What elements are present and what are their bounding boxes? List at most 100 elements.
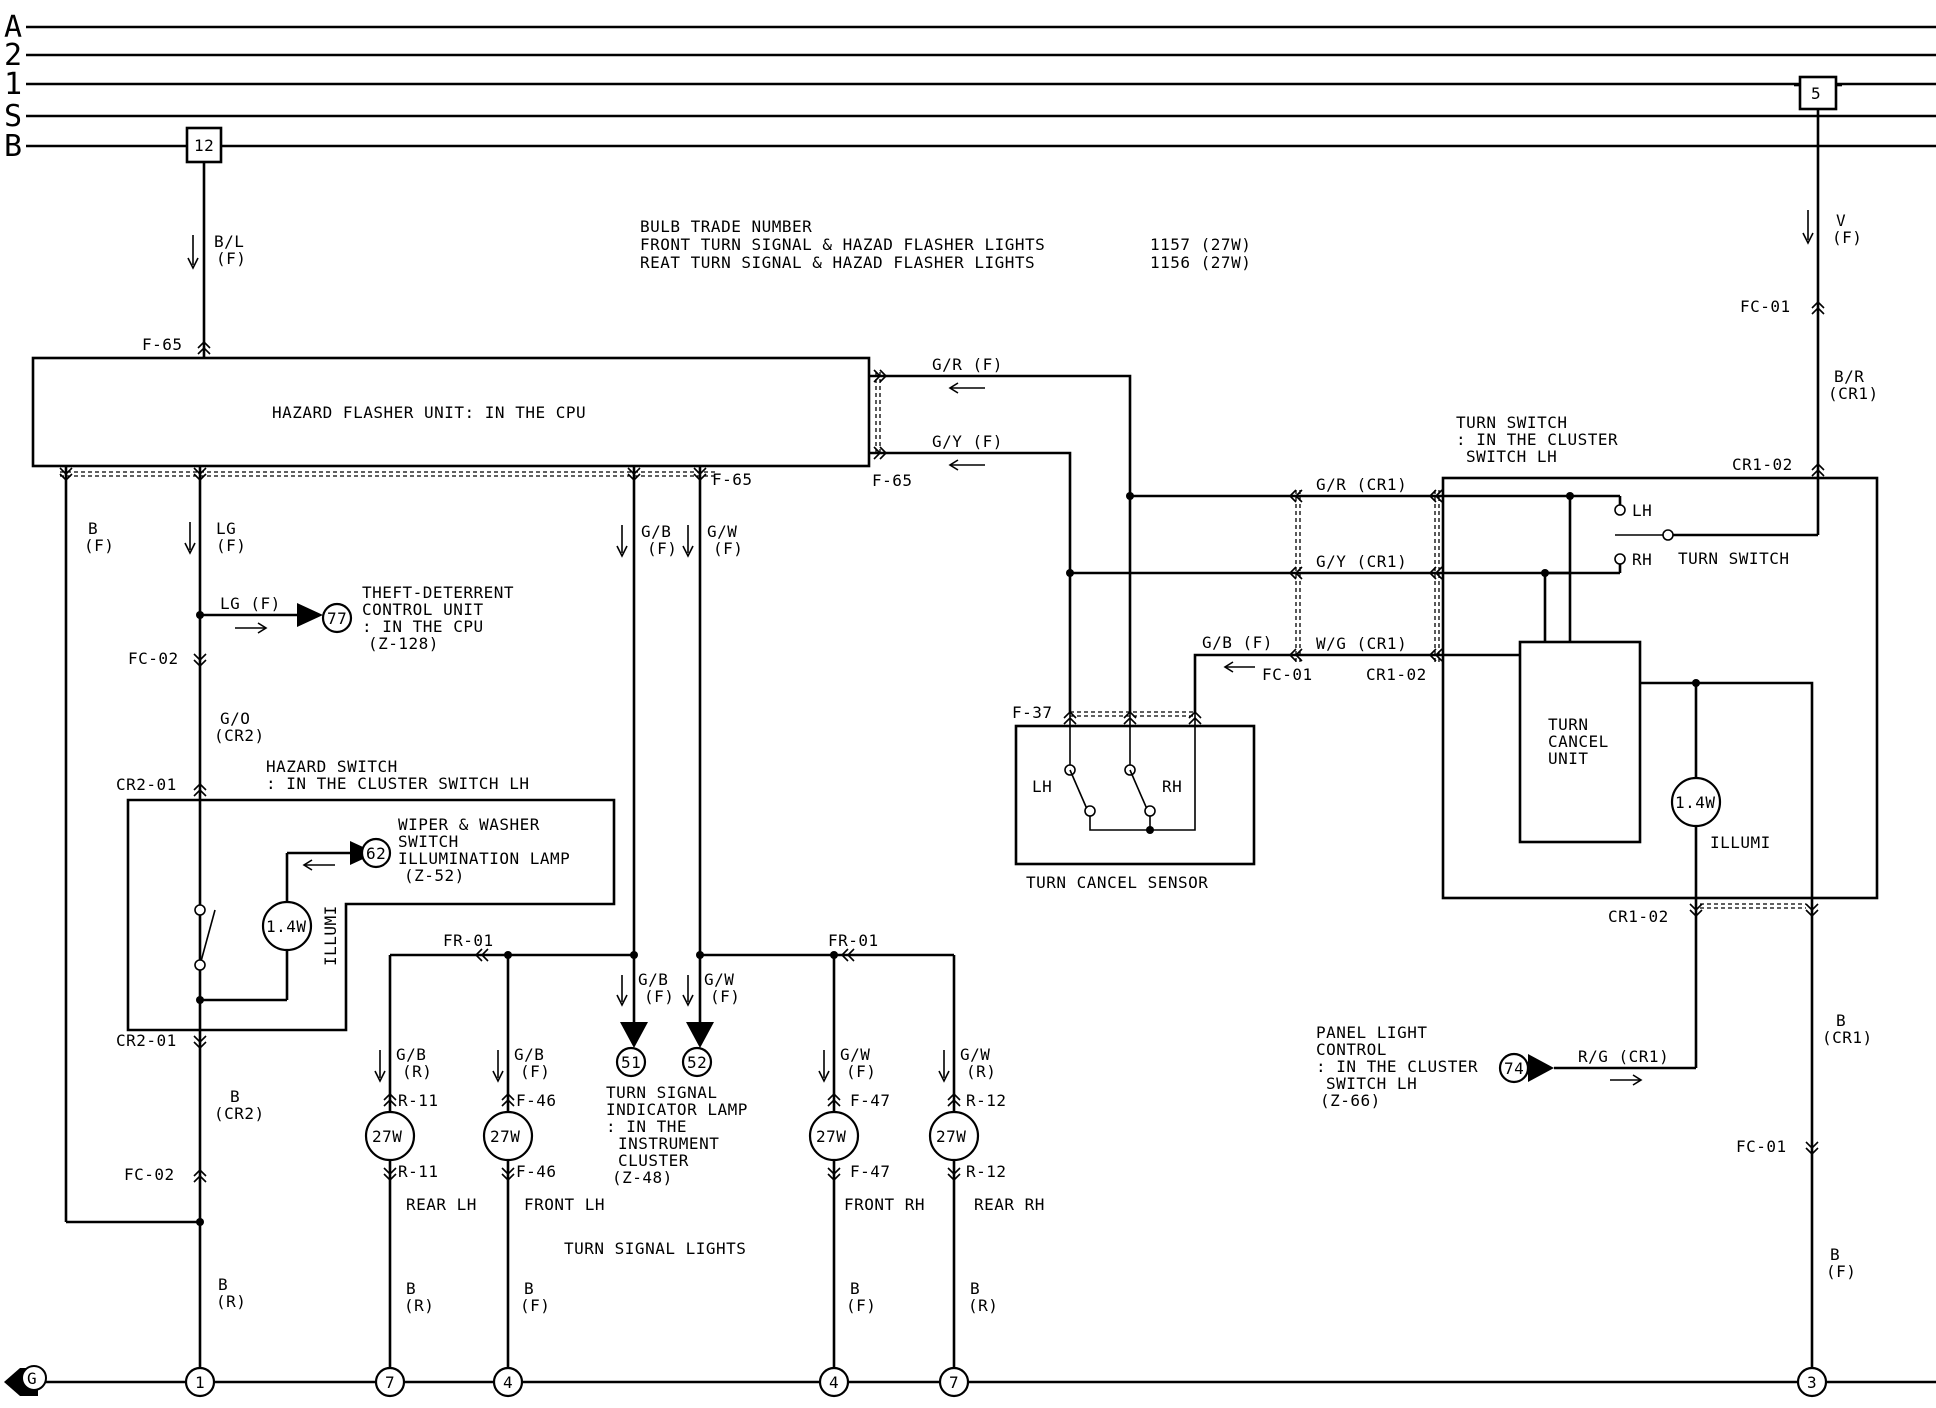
rail-label-2: 2 <box>4 38 23 73</box>
hazard-switch-line-2: : IN THE CLUSTER SWITCH LH <box>266 774 529 793</box>
ground-7b: 7 <box>949 1373 959 1392</box>
main-ground: G <box>4 1365 47 1396</box>
wire-b-cr1-2: (CR1) <box>1822 1028 1873 1047</box>
lamp-label-rear-lh: REAR LH <box>406 1195 477 1214</box>
wire-gw-f-1: G/W <box>707 522 737 541</box>
indicator-line-4: INSTRUMENT <box>618 1134 719 1153</box>
wire-gb-f-single: G/B (F) <box>1202 633 1273 652</box>
hazard-switch-box <box>126 798 616 1032</box>
ground-1: 1 <box>195 1373 205 1392</box>
ground-node-7a: 7 <box>374 1366 406 1398</box>
panel-line-2: CONTROL <box>1316 1040 1387 1059</box>
conn-f65-bottom: F-65 <box>712 470 753 489</box>
rail-label-1: 1 <box>4 67 23 102</box>
bulb-27w-rear-rh: 27W <box>936 1127 966 1146</box>
ref-62: 62 <box>366 844 386 863</box>
rail-label-b: B <box>4 129 23 164</box>
wire-gw-f-frh-1: G/W <box>840 1045 870 1064</box>
turn-cancel-line-2: CANCEL <box>1548 732 1609 751</box>
wire-gb-f-mid-1: G/B <box>638 970 668 989</box>
wire-bl-1: B/L <box>214 232 244 251</box>
ground-7a: 7 <box>385 1373 395 1392</box>
turn-switch-lh: LH <box>1632 501 1652 520</box>
ground-node-4b: 4 <box>818 1366 850 1398</box>
conn-cr201-top: CR2-01 <box>116 775 177 794</box>
conn-r11-top: R-11 <box>398 1091 439 1110</box>
turn-cancel-sensor-label: TURN CANCEL SENSOR <box>1026 873 1208 892</box>
fuse-5: 5 <box>1794 75 1842 111</box>
wire-b-f-flh-a: B <box>524 1279 534 1298</box>
indicator-line-3: : IN THE <box>606 1117 687 1136</box>
conn-cr102-mid: CR1-02 <box>1366 665 1427 684</box>
ground-node-3: 3 <box>1796 1366 1828 1398</box>
turn-switch-line-1: TURN SWITCH <box>1456 413 1567 432</box>
ground-4a: 4 <box>503 1373 513 1392</box>
wire-b-f-frh-b: (F) <box>846 1296 876 1315</box>
wire-b-cr1-1: B <box>1836 1011 1846 1030</box>
power-rails: A 2 1 S B <box>4 10 1936 164</box>
wire-b-r-2-a: B <box>406 1279 416 1298</box>
bulb-rear-label: REAT TURN SIGNAL & HAZAD FLASHER LIGHTS <box>640 253 1035 272</box>
illumi-label: ILLUMI <box>1710 833 1771 852</box>
wire-gb-f-2: (F) <box>647 539 677 558</box>
ground-node-7b: 7 <box>938 1366 970 1398</box>
ground-4b: 4 <box>829 1373 839 1392</box>
hazard-flasher-label: HAZARD FLASHER UNIT: IN THE CPU <box>272 403 586 422</box>
lamp-label-front-rh: FRONT RH <box>844 1195 925 1214</box>
wire-gw-f-2: (F) <box>713 539 743 558</box>
ref-51: 51 <box>621 1053 641 1072</box>
wire-gb-f-flh-2: (F) <box>520 1062 550 1081</box>
indicator-line-5: CLUSTER <box>618 1151 689 1170</box>
conn-f46-top: F-46 <box>516 1091 557 1110</box>
sensor-rh: RH <box>1162 777 1182 796</box>
wire-wg-cr1: W/G (CR1) <box>1316 634 1407 653</box>
ground-g: G <box>27 1369 37 1388</box>
ref-52: 52 <box>687 1053 707 1072</box>
wire-b-f-frh-a: B <box>850 1279 860 1298</box>
conn-f46-bottom: F-46 <box>516 1162 557 1181</box>
wire-b-r-2-b: (R) <box>404 1296 434 1315</box>
wire-gr-f: G/R (F) <box>932 355 1003 374</box>
wire-b-r-1-a: B <box>218 1275 228 1294</box>
wire-gw-f-mid-2: (F) <box>710 987 740 1006</box>
wire-lg-2: (F) <box>216 536 246 555</box>
wire-gy-f: G/Y (F) <box>932 432 1003 451</box>
conn-f47-top: F-47 <box>850 1091 891 1110</box>
wire-br-1: B/R <box>1834 367 1864 386</box>
rail-label-s: S <box>4 99 23 134</box>
conn-r11-bottom: R-11 <box>398 1162 439 1181</box>
panel-line-5: (Z-66) <box>1320 1091 1381 1110</box>
ref-74: 74 <box>1504 1059 1524 1078</box>
turn-switch-box <box>1441 476 1879 900</box>
panel-line-4: SWITCH LH <box>1326 1074 1417 1093</box>
ref-77: 77 <box>327 609 347 628</box>
turn-cancel-line-3: UNIT <box>1548 749 1589 768</box>
wire-b-f-right-a: B <box>1830 1245 1840 1264</box>
bulb-27w-front-lh: 27W <box>490 1127 520 1146</box>
sensor-lh: LH <box>1032 777 1052 796</box>
conn-fc02-top: FC-02 <box>128 649 179 668</box>
ground-node-4a: 4 <box>492 1366 524 1398</box>
turn-cancel-line-1: TURN <box>1548 715 1589 734</box>
bulb-front-label: FRONT TURN SIGNAL & HAZAD FLASHER LIGHTS <box>640 235 1045 254</box>
conn-f65-top: F-65 <box>142 335 183 354</box>
wiper-line-3: ILLUMINATION LAMP <box>398 849 570 868</box>
wire-b-cr2-1: B <box>230 1087 240 1106</box>
wire-b-cr2-2: (CR2) <box>214 1104 265 1123</box>
wire-gb-f-flh-1: G/B <box>514 1045 544 1064</box>
wire-gb-f-mid-2: (F) <box>644 987 674 1006</box>
bulb-front-value: 1157 (27W) <box>1150 235 1251 254</box>
turn-switch-rh: RH <box>1632 550 1652 569</box>
wire-lg-f-label: LG (F) <box>220 594 281 613</box>
conn-fc01-mid: FC-01 <box>1262 665 1313 684</box>
fuse-5-label: 5 <box>1811 84 1821 103</box>
wiper-line-2: SWITCH <box>398 832 459 851</box>
wire-gb-f-1: G/B <box>641 522 671 541</box>
wire-gy-cr1: G/Y (CR1) <box>1316 552 1407 571</box>
turn-switch-line-3: SWITCH LH <box>1466 447 1557 466</box>
lamp-label-front-lh: FRONT LH <box>524 1195 605 1214</box>
wire-gb-r-1: G/B <box>396 1045 426 1064</box>
wire-v-2: (F) <box>1832 228 1862 247</box>
theft-line-2: CONTROL UNIT <box>362 600 484 619</box>
